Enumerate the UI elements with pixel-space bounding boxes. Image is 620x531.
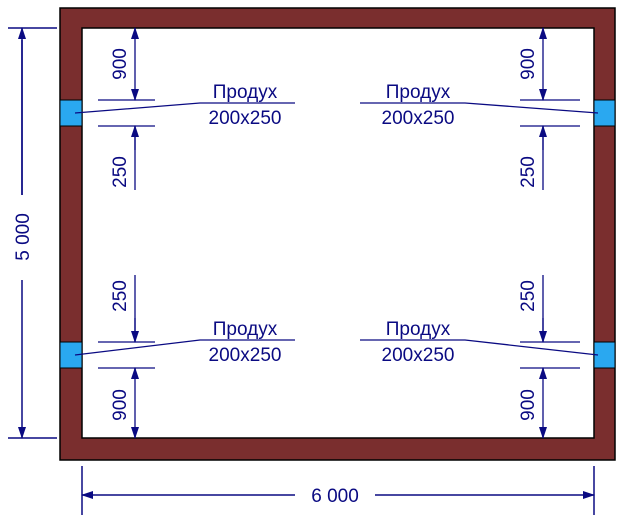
vent-top-left-name: Продух: [213, 82, 278, 103]
vent-top-right-name: Продух: [386, 82, 451, 103]
vent-bottom-left-size: 200х250: [209, 345, 282, 366]
vent-top-left-dimensions: [74, 27, 295, 190]
vent-top-left-size: 200х250: [209, 108, 282, 129]
vent-top-left-offset-outer: 900: [110, 48, 131, 80]
foundation-walls: [59, 7, 616, 461]
vent-top-right-size: 200х250: [382, 108, 455, 129]
vent-bottom-right-name: Продух: [386, 319, 451, 340]
vent-bottom-right-dimensions: [360, 275, 599, 439]
vent-bottom-left-dimensions: [74, 275, 295, 439]
overall-height-dimension: [8, 27, 57, 439]
overall-height-label: 5 000: [13, 213, 34, 261]
vent-bottom-left-offset-outer: 900: [110, 389, 131, 421]
vent-opening-bottom-left: [59, 341, 83, 369]
overall-width-dimension: [81, 466, 595, 515]
vent-bottom-right-size: 200х250: [382, 345, 455, 366]
vent-bottom-right-offset-inner: 250: [518, 280, 539, 312]
vent-bottom-left-name: Продух: [213, 319, 278, 340]
overall-width-label: 6 000: [311, 486, 359, 507]
vent-top-left-offset-inner: 250: [110, 156, 131, 188]
vent-top-right-offset-inner: 250: [518, 156, 539, 188]
vent-top-right-offset-outer: 900: [518, 48, 539, 80]
vent-bottom-left-offset-inner: 250: [110, 280, 131, 312]
vent-top-right-dimensions: [360, 27, 599, 190]
vent-bottom-right-offset-outer: 900: [518, 389, 539, 421]
